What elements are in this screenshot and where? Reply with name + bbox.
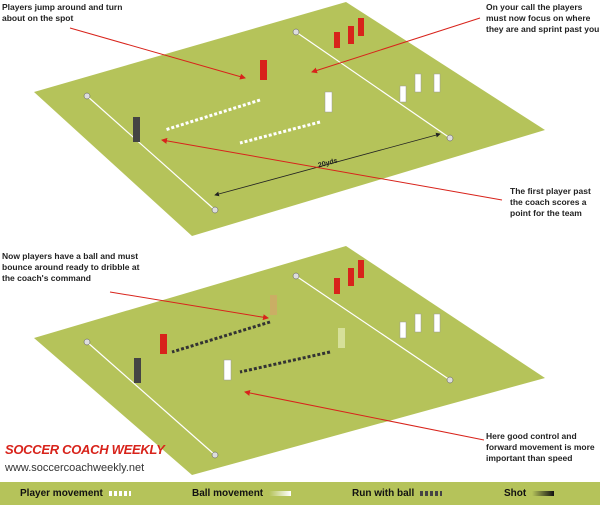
- dashed-dark-arrow-icon: [420, 491, 443, 496]
- legend-label: Player movement: [20, 488, 103, 499]
- pointer-line: [161, 137, 503, 201]
- ghost-player: [338, 328, 345, 348]
- brand-url: www.soccercoachweekly.net: [5, 462, 145, 474]
- white-players-bottom: [223, 313, 441, 381]
- player-movement-arrow: [239, 120, 321, 145]
- legend-ball-movement: Ball movement: [192, 488, 292, 499]
- pointer-line: [244, 390, 485, 441]
- note-sprint-past: On your call the players must now focus …: [486, 2, 600, 34]
- pointer-line: [69, 27, 246, 80]
- end-line: [295, 31, 451, 139]
- cones: [83, 272, 454, 459]
- legend-label: Ball movement: [192, 488, 264, 499]
- note-good-control: Here good control and forward movement i…: [486, 431, 595, 463]
- solid-dark-arrow-icon: [532, 491, 555, 496]
- legend-label: Shot: [504, 488, 527, 499]
- brand-logo: SOCCER COACH WEEKLY: [5, 442, 165, 457]
- note-jump-around: Players jump around and turn about on th…: [2, 2, 123, 23]
- solid-white-arrow-icon: [269, 491, 292, 496]
- distance-line: [214, 132, 441, 197]
- red-players-top: [260, 18, 364, 80]
- pitch-top: [34, 2, 545, 236]
- dashed-white-arrow-icon: [108, 491, 131, 496]
- legend-shot: Shot: [504, 488, 555, 499]
- end-line: [295, 275, 451, 381]
- legend-label: Run with ball: [352, 488, 415, 499]
- run-with-ball-arrow: [239, 350, 331, 374]
- coach-top: [133, 117, 140, 142]
- run-with-ball-arrow: [171, 320, 271, 354]
- note-first-player: The first player past the coach scores a…: [510, 186, 591, 218]
- ghost-player: [270, 295, 277, 315]
- coach-bottom: [134, 358, 141, 383]
- white-players-top: [324, 73, 441, 113]
- start-line: [86, 95, 216, 211]
- note-with-ball: Now players have a ball and must bounce …: [2, 251, 140, 283]
- legend-run-with-ball: Run with ball: [352, 488, 443, 499]
- legend-bar: Player movement Ball movement Run with b…: [0, 482, 600, 505]
- pointer-line: [109, 291, 269, 321]
- cones: [83, 28, 454, 214]
- player-movement-arrow: [164, 98, 261, 132]
- legend-player-movement: Player movement: [20, 488, 131, 499]
- red-players-bottom: [160, 260, 364, 354]
- pointer-line: [311, 17, 481, 74]
- start-line: [86, 341, 216, 456]
